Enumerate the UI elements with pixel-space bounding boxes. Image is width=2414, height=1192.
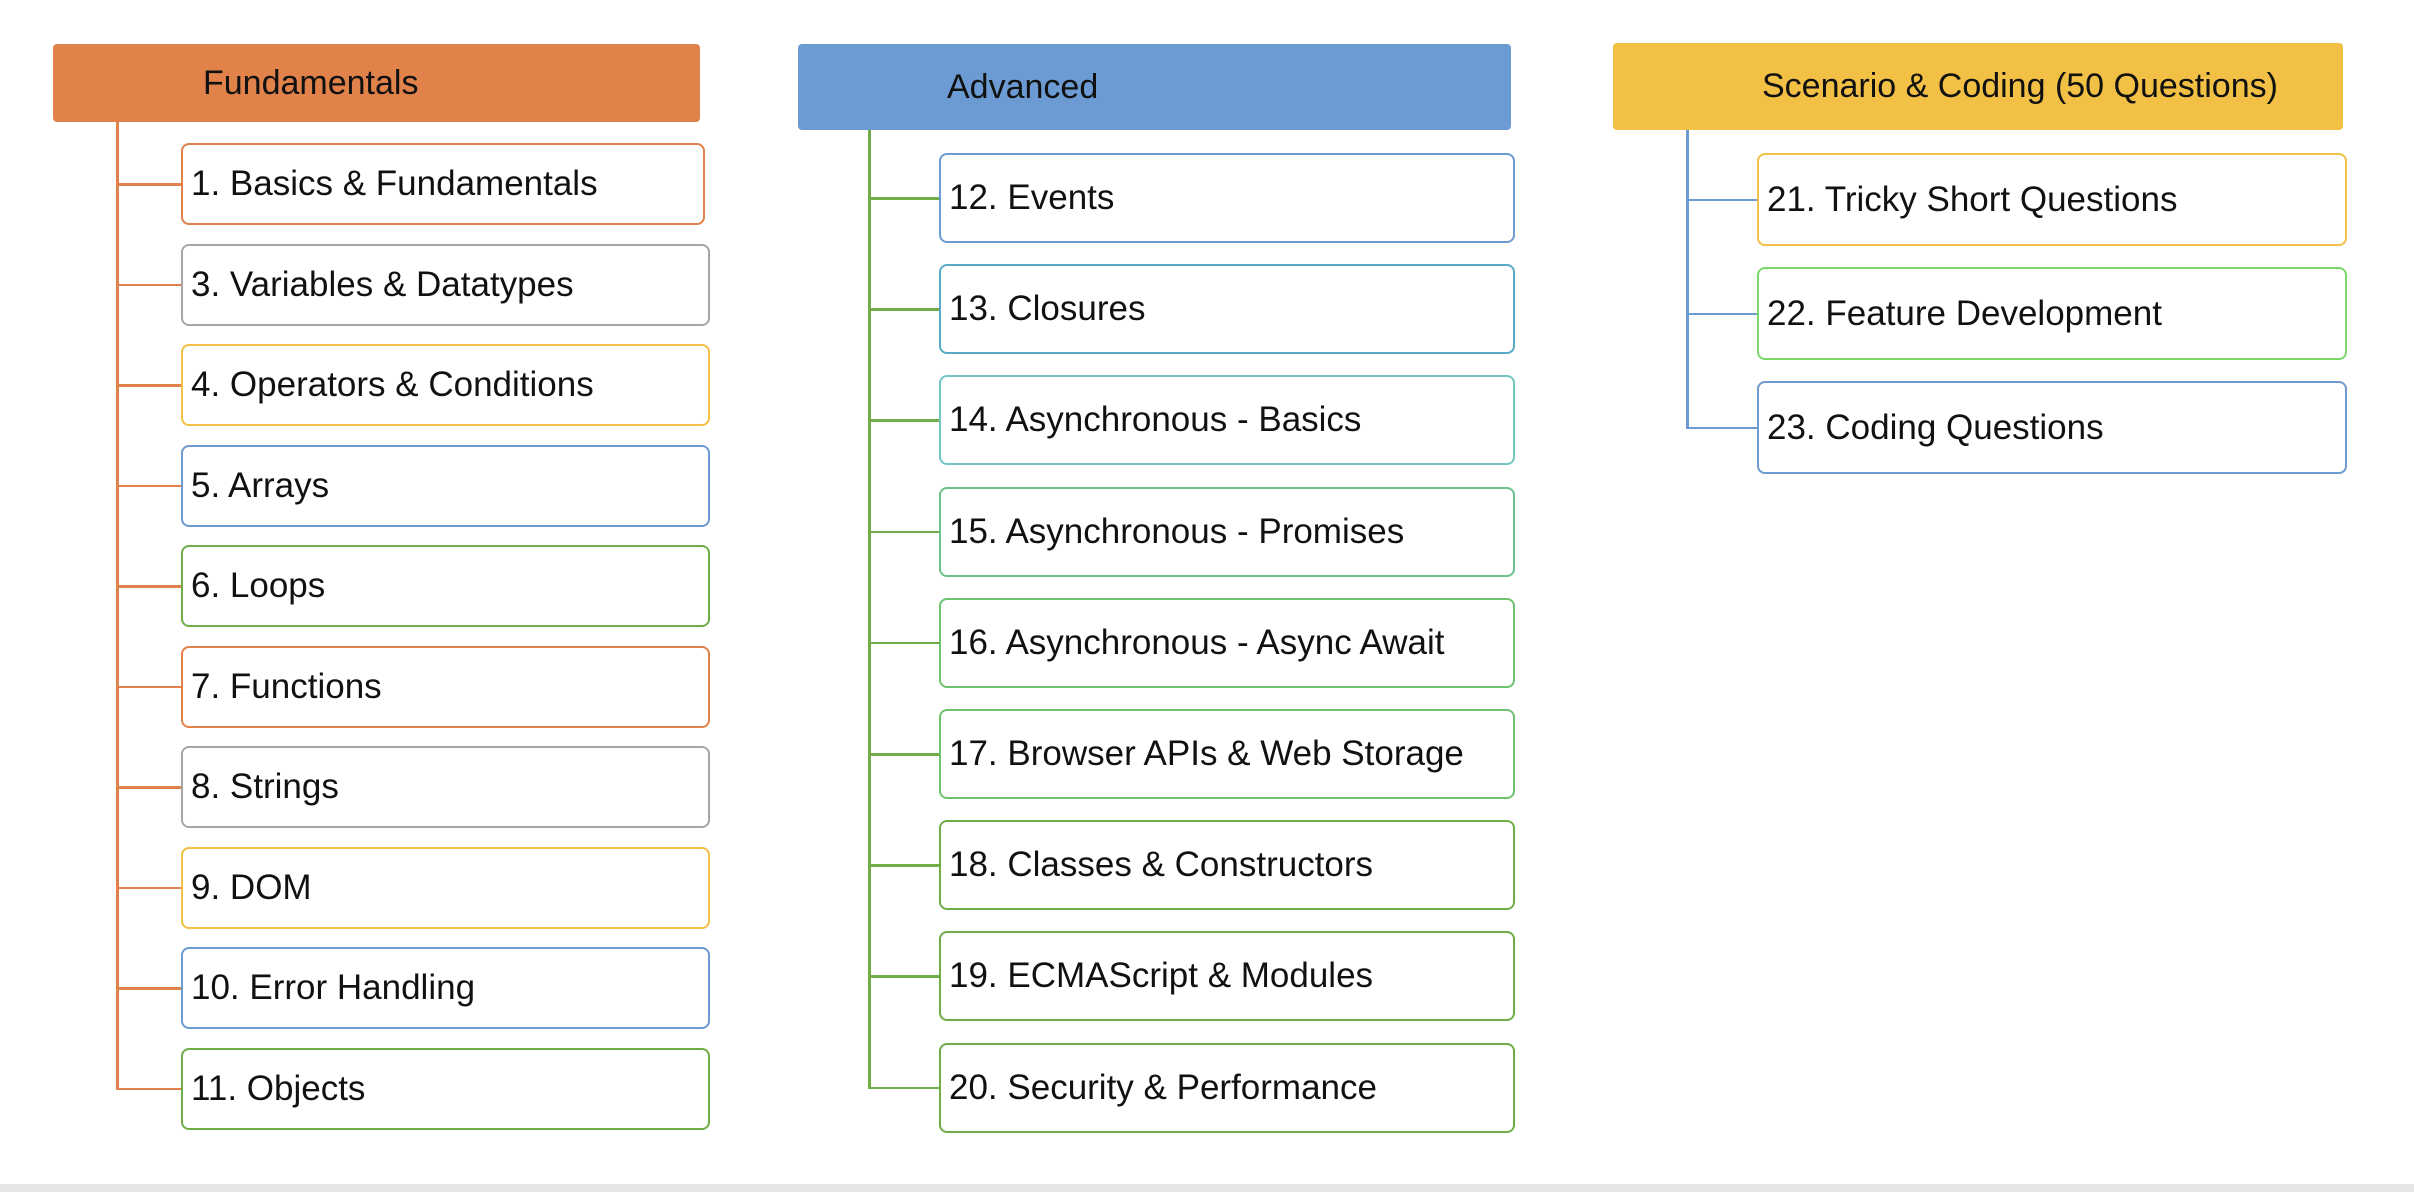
fundamentals-title: Fundamentals xyxy=(203,63,419,102)
fundamentals-topic-item[interactable]: 11. Objects xyxy=(181,1047,710,1130)
fundamentals-header: Fundamentals xyxy=(53,44,700,122)
advanced-branch-line xyxy=(868,308,939,311)
topic-label: 19. ECMAScript & Modules xyxy=(949,956,1374,996)
advanced-topic-item[interactable]: 19. ECMAScript & Modules xyxy=(939,931,1515,1022)
advanced-branch-line xyxy=(868,419,939,422)
topic-label: 15. Asynchronous - Promises xyxy=(949,511,1405,551)
fundamentals-topic-item[interactable]: 5. Arrays xyxy=(181,444,710,527)
topic-label: 3. Variables & Datatypes xyxy=(191,264,574,304)
fundamentals-connector-line xyxy=(116,122,119,1090)
fundamentals-branch-line xyxy=(116,484,181,487)
fundamentals-branch-line xyxy=(116,786,181,789)
advanced-topic-item[interactable]: 16. Asynchronous - Async Await xyxy=(939,597,1515,688)
fundamentals-topic-item[interactable]: 7. Functions xyxy=(181,645,710,728)
advanced-title: Advanced xyxy=(947,67,1099,106)
topic-label: 1. Basics & Fundamentals xyxy=(191,164,598,203)
scenario-coding-branch-line xyxy=(1686,312,1757,315)
topic-label: 10. Error Handling xyxy=(191,968,476,1007)
bottom-divider xyxy=(0,1184,2414,1192)
fundamentals-topic-item[interactable]: 10. Error Handling xyxy=(181,947,710,1029)
fundamentals-topic-item[interactable]: 4. Operators & Conditions xyxy=(181,344,710,426)
advanced-topic-item[interactable]: 17. Browser APIs & Web Storage xyxy=(939,709,1515,799)
advanced-branch-line xyxy=(868,864,939,867)
advanced-branch-line xyxy=(868,530,939,534)
advanced-branch-line xyxy=(868,641,939,645)
scenario-coding-topic-item[interactable]: 23. Coding Questions xyxy=(1757,381,2347,474)
topic-label: 16. Asynchronous - Async Await xyxy=(949,622,1445,662)
topic-label: 4. Operators & Conditions xyxy=(191,365,594,404)
fundamentals-topic-item[interactable]: 3. Variables & Datatypes xyxy=(181,243,710,326)
topic-label: 14. Asynchronous - Basics xyxy=(949,400,1362,440)
advanced-topic-item[interactable]: 13. Closures xyxy=(939,264,1515,355)
fundamentals-branch-line xyxy=(116,585,181,588)
advanced-topic-item[interactable]: 18. Classes & Constructors xyxy=(939,820,1515,911)
topic-label: 17. Browser APIs & Web Storage xyxy=(949,734,1464,773)
fundamentals-branch-line xyxy=(116,1087,181,1090)
topic-label: 7. Functions xyxy=(191,666,382,706)
scenario-coding-title: Scenario & Coding (50 Questions) xyxy=(1762,67,2278,105)
fundamentals-branch-line xyxy=(116,283,181,286)
scenario-coding-header: Scenario & Coding (50 Questions) xyxy=(1613,43,2343,130)
topic-label: 5. Arrays xyxy=(191,465,330,505)
advanced-topic-item[interactable]: 15. Asynchronous - Promises xyxy=(939,486,1515,577)
scenario-coding-branch-line xyxy=(1686,426,1757,429)
topic-label: 13. Closures xyxy=(949,289,1146,329)
fundamentals-topic-item[interactable]: 8. Strings xyxy=(181,746,710,828)
topic-label: 22. Feature Development xyxy=(1767,293,2162,333)
advanced-branch-line xyxy=(868,1086,939,1090)
advanced-connector-line xyxy=(868,130,871,1089)
topic-label: 20. Security & Performance xyxy=(949,1067,1377,1107)
advanced-branch-line xyxy=(868,197,939,200)
advanced-topic-item[interactable]: 14. Asynchronous - Basics xyxy=(939,375,1515,466)
topic-label: 8. Strings xyxy=(191,767,339,806)
fundamentals-topic-item[interactable]: 6. Loops xyxy=(181,545,710,627)
scenario-coding-connector-line xyxy=(1686,130,1689,429)
scenario-coding-topic-item[interactable]: 21. Tricky Short Questions xyxy=(1757,153,2347,246)
scenario-coding-topic-item[interactable]: 22. Feature Development xyxy=(1757,267,2347,360)
topic-label: 6. Loops xyxy=(191,566,326,605)
fundamentals-branch-line xyxy=(116,183,181,186)
topic-label: 23. Coding Questions xyxy=(1767,407,2104,447)
topic-label: 12. Events xyxy=(949,178,1115,217)
advanced-branch-line xyxy=(868,753,939,756)
advanced-topic-item[interactable]: 12. Events xyxy=(939,153,1515,243)
advanced-branch-line xyxy=(868,975,939,978)
fundamentals-branch-line xyxy=(116,886,181,889)
fundamentals-branch-line xyxy=(116,384,181,387)
topic-label: 11. Objects xyxy=(191,1068,366,1108)
topic-label: 9. DOM xyxy=(191,867,312,907)
fundamentals-topic-item[interactable]: 1. Basics & Fundamentals xyxy=(181,143,705,225)
topic-label: 18. Classes & Constructors xyxy=(949,845,1374,885)
advanced-header: Advanced xyxy=(798,44,1511,130)
topic-label: 21. Tricky Short Questions xyxy=(1767,179,2178,219)
fundamentals-branch-line xyxy=(116,685,181,688)
advanced-topic-item[interactable]: 20. Security & Performance xyxy=(939,1042,1515,1133)
fundamentals-branch-line xyxy=(116,987,181,990)
scenario-coding-branch-line xyxy=(1686,198,1757,201)
fundamentals-topic-item[interactable]: 9. DOM xyxy=(181,846,710,929)
